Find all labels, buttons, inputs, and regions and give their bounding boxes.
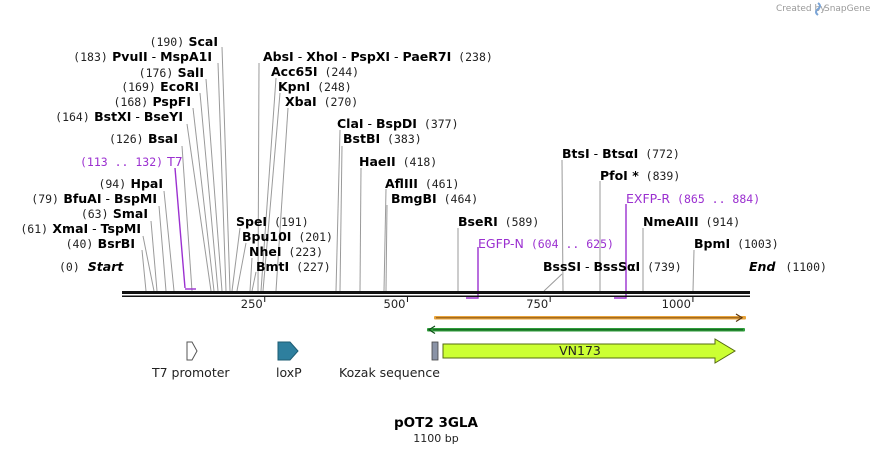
feature-vn173: VN173 xyxy=(442,338,736,364)
site-label-bsssi: BssSI - BssSαI (739) xyxy=(543,259,682,274)
site-label-scai: (190) ScaI xyxy=(150,34,218,49)
sequence-backbone xyxy=(122,291,750,297)
site-label-absi: AbsI - XhoI - PspXI - PaeR7I (238) xyxy=(263,49,493,64)
site-label-ecori: (169) EcoRI xyxy=(121,79,199,94)
site-label-bsrbi: (40) BsrBI xyxy=(66,236,135,251)
site-label-btsi: BtsI - BtsαI (772) xyxy=(562,146,680,161)
site-label-xbai: XbaI (270) xyxy=(285,94,358,109)
start-label: (0)Start xyxy=(59,259,124,274)
vn173-arrow-icon xyxy=(442,338,736,364)
site-label-xmai: (61) XmaI - TspMI xyxy=(20,221,141,236)
orf-forward-arrow xyxy=(434,313,746,323)
site-label-bstbi: BstBI (383) xyxy=(343,131,422,146)
site-label-pvuii: (183) PvuII - MspA1I xyxy=(73,49,212,64)
site-label-pfoi: PfoI * (839) xyxy=(600,168,680,183)
site-label-clai: ClaI - BspDI (377) xyxy=(337,116,459,131)
site-connector-lines xyxy=(141,46,695,292)
loxp-arrow-icon xyxy=(277,341,299,361)
feature-label-kozak: Kozak sequence xyxy=(339,365,440,380)
site-label-pspfi: (168) PspFI xyxy=(114,94,192,109)
axis-tick-label: 500 xyxy=(384,297,406,311)
site-label-kpni: KpnI (248) xyxy=(278,79,352,94)
primer-marks xyxy=(174,167,627,299)
map-length: 1100 bp xyxy=(413,432,458,445)
kozak-box-icon xyxy=(431,341,439,361)
site-labels-right: AbsI - XhoI - PspXI - PaeR7I (238) Acc65… xyxy=(236,49,779,274)
site-label-bpmi: BpmI (1003) xyxy=(694,236,779,251)
axis-tick-label: 250 xyxy=(241,297,263,311)
site-label-bsai: (126) BsaI xyxy=(109,131,178,146)
primer-t7-connector xyxy=(174,167,186,289)
site-label-acc65i: Acc65I (244) xyxy=(271,64,359,79)
axis-tick-label: 1000 xyxy=(662,297,691,311)
primer-exfpr-connector xyxy=(614,204,627,299)
site-label-afliii: AflIII (461) xyxy=(385,176,459,191)
credit-brand: SnapGene xyxy=(824,4,871,14)
site-label-sali: (176) SalI xyxy=(139,65,204,80)
primer-label-egfpn: EGFP-N (604 .. 625) xyxy=(478,236,614,251)
site-label-nhei: NheI (223) xyxy=(249,244,323,259)
site-label-bpu10i: Bpu10I (201) xyxy=(242,229,333,244)
orf-reverse-arrow xyxy=(427,325,745,335)
snapgene-credit: Created by SnapGene xyxy=(776,2,871,16)
site-label-spei: SpeI (191) xyxy=(236,214,309,229)
map-title: pOT2 3GLA xyxy=(394,415,479,431)
site-label-bseri: BseRI (589) xyxy=(458,214,539,229)
feature-loxp: loxP xyxy=(276,341,302,380)
feature-kozak: Kozak sequence xyxy=(339,341,440,380)
primer-label-exfpr: EXFP-R (865 .. 884) xyxy=(626,191,760,206)
axis-ticks: 250 500 750 1000 xyxy=(241,297,694,311)
snapgene-logo-icon xyxy=(815,2,821,16)
site-label-bmgbi: BmgBI (464) xyxy=(391,191,478,206)
site-label-bmti: BmtI (227) xyxy=(256,259,331,274)
site-label-bstxi: (164) BstXI - BseYI xyxy=(55,109,183,124)
primer-labels: (113 .. 132) T7 EGFP-N (604 .. 625) EXFP… xyxy=(80,154,760,251)
site-label-haeii: HaeII (418) xyxy=(359,154,437,169)
site-label-smai: (63) SmaI xyxy=(81,206,148,221)
site-label-hpai: (94) HpaI xyxy=(98,176,163,191)
feature-label-loxp: loxP xyxy=(276,365,302,380)
end-label: End(1100) xyxy=(749,259,827,274)
feature-t7-promoter: T7 promoter xyxy=(151,341,230,380)
feature-label-vn173: VN173 xyxy=(559,343,601,358)
primer-label-t7: (113 .. 132) T7 xyxy=(80,154,183,169)
site-label-nmeaiii: NmeAIII (914) xyxy=(643,214,740,229)
t7-promoter-arrow-icon xyxy=(186,341,198,361)
axis-tick-label: 750 xyxy=(526,297,548,311)
primer-egfpn-connector xyxy=(466,247,479,299)
site-label-bfuai: (79) BfuAI - BspMI xyxy=(31,191,157,206)
feature-label-t7-promoter: T7 promoter xyxy=(151,365,230,380)
credit-text: Created by xyxy=(776,4,826,14)
site-labels-left: (190) ScaI (183) PvuII - MspA1I (176) Sa… xyxy=(20,34,218,251)
